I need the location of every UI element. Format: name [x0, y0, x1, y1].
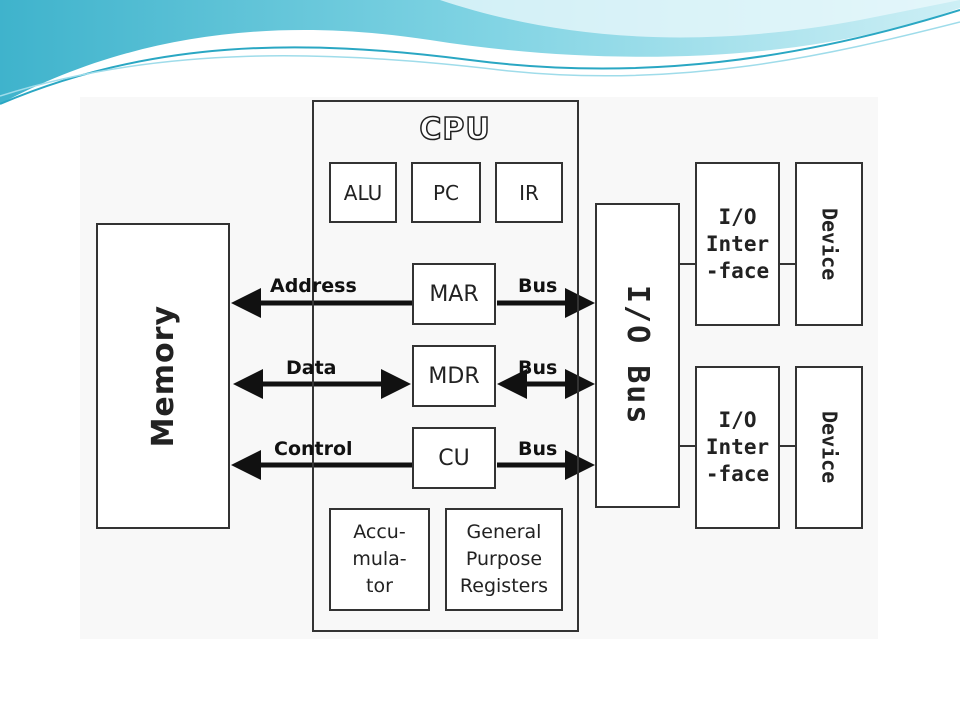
pc-register: PC — [411, 162, 481, 223]
cu-unit: CU — [412, 427, 496, 489]
device-1: Device — [795, 162, 863, 326]
accumulator-register: Accu- mula- tor — [329, 508, 430, 611]
cpu-frame — [312, 100, 579, 632]
ir-label: IR — [519, 180, 539, 205]
alu-label: ALU — [343, 180, 383, 205]
accumulator-label: Accu- mula- tor — [352, 521, 407, 597]
address-bus-label: Bus — [518, 275, 558, 297]
mar-register: MAR — [412, 263, 496, 325]
pc-label: PC — [432, 180, 460, 205]
io-interface-2-label: I/O Inter -face — [705, 408, 770, 486]
gpr-label: General Purpose Registers — [459, 521, 549, 597]
memory-block: Memory — [96, 223, 230, 529]
alu-register: ALU — [329, 162, 397, 223]
memory-label: Memory — [145, 304, 181, 448]
data-label: Data — [286, 357, 337, 379]
device-1-label: Device — [817, 207, 842, 281]
device-2: Device — [795, 366, 863, 529]
general-purpose-registers: General Purpose Registers — [445, 508, 563, 611]
slide-wave-decoration — [0, 0, 960, 105]
mdr-label: MDR — [428, 363, 480, 389]
data-bus-label: Bus — [518, 357, 558, 379]
ir-register: IR — [495, 162, 563, 223]
io-interface-2: I/O Inter -face — [695, 366, 780, 529]
cpu-title: CPU — [419, 111, 491, 148]
cu-label: CU — [438, 445, 470, 471]
io-interface-1-label: I/O Inter -face — [705, 204, 770, 283]
io-bus-block: I/O Bus — [595, 203, 680, 508]
device-2-label: Device — [817, 411, 842, 484]
mdr-register: MDR — [412, 345, 496, 407]
mar-label: MAR — [429, 281, 479, 307]
io-interface-1: I/O Inter -face — [695, 162, 780, 326]
control-bus-label: Bus — [518, 438, 558, 460]
address-label: Address — [270, 275, 357, 297]
control-label: Control — [274, 438, 353, 460]
io-bus-label: I/O Bus — [620, 285, 655, 426]
